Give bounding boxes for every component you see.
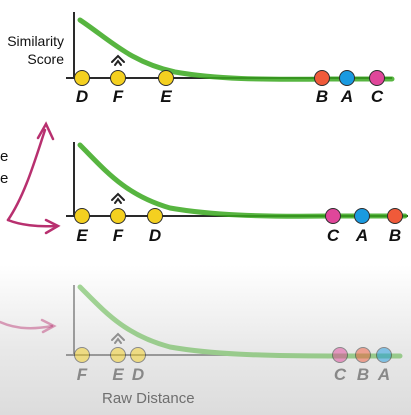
- point-f: [74, 347, 90, 363]
- arrow-up-head: [36, 121, 55, 141]
- y-axis-label: Similarity Score: [7, 33, 64, 67]
- point-label: F: [112, 226, 124, 245]
- point-label: D: [131, 365, 145, 384]
- point-label: A: [377, 365, 391, 384]
- arrow-up-line: [6, 128, 47, 222]
- point-label: E: [76, 226, 88, 245]
- point-d: [74, 70, 90, 86]
- point-label: F: [112, 87, 124, 106]
- point-label: B: [356, 365, 370, 384]
- point-c: [332, 347, 348, 363]
- panel-3-curve: [77, 284, 403, 359]
- panel-3-caret-icon: [111, 332, 125, 344]
- point-a: [339, 70, 355, 86]
- cut-off-text-top: e: [0, 148, 9, 165]
- point-e: [158, 70, 174, 86]
- point-label: A: [340, 87, 354, 106]
- point-label: F: [76, 365, 88, 384]
- arrow-faded-line: [0, 320, 54, 330]
- point-b: [314, 70, 330, 86]
- point-label: C: [333, 365, 347, 384]
- arrow-faded-head: [40, 318, 57, 334]
- arrow-right-line: [6, 218, 57, 228]
- point-label: B: [315, 87, 329, 106]
- bottom-fade-overlay: [0, 265, 411, 415]
- point-f: [110, 70, 126, 86]
- point-b: [387, 208, 403, 224]
- point-a: [376, 347, 392, 363]
- point-c: [369, 70, 385, 86]
- x-axis-label: Raw Distance: [102, 390, 195, 407]
- point-label: C: [326, 226, 340, 245]
- point-a: [354, 208, 370, 224]
- point-label: A: [355, 226, 369, 245]
- panel-2: [66, 142, 408, 219]
- panel-2-curve: [77, 142, 408, 219]
- point-b: [355, 347, 371, 363]
- point-label: D: [75, 87, 89, 106]
- point-e: [110, 347, 126, 363]
- panel-1-caret-icon: [111, 54, 125, 66]
- panel-1: [66, 12, 395, 82]
- arrow-right-head: [44, 218, 61, 235]
- panel-1-curve: [77, 17, 395, 82]
- panel-3: [66, 284, 403, 359]
- point-f: [110, 208, 126, 224]
- panel-2-caret-icon: [111, 192, 125, 204]
- marker-carets: [111, 54, 125, 344]
- point-label: E: [112, 365, 124, 384]
- point-label: C: [370, 87, 384, 106]
- point-d: [147, 208, 163, 224]
- point-label: E: [160, 87, 172, 106]
- left-arrows: [0, 121, 61, 334]
- point-c: [325, 208, 341, 224]
- point-d: [130, 347, 146, 363]
- point-label: B: [388, 226, 402, 245]
- point-e: [74, 208, 90, 224]
- point-label: D: [148, 226, 162, 245]
- cut-off-text-bottom: e: [0, 170, 9, 187]
